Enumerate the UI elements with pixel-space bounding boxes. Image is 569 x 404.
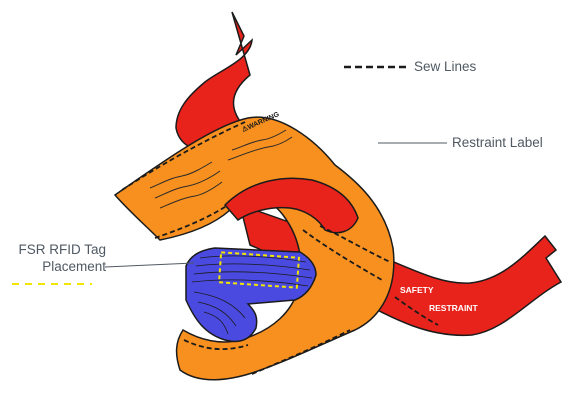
restraint-label-callout: Restraint Label	[452, 135, 543, 151]
fsr-tag-line2: Placement	[0, 258, 106, 275]
fsr-rfid-tag-callout: FSR RFID Tag Placement	[0, 241, 106, 275]
restraint-label-shape	[115, 117, 394, 380]
strap-text-line1: SAFETY	[400, 285, 434, 295]
sew-lines-label: Sew Lines	[414, 59, 476, 75]
fsr-tag-line1: FSR RFID Tag	[0, 241, 106, 258]
strap-text-line2: RESTRAINT	[429, 303, 478, 313]
fsr-tag-leader	[105, 263, 194, 267]
